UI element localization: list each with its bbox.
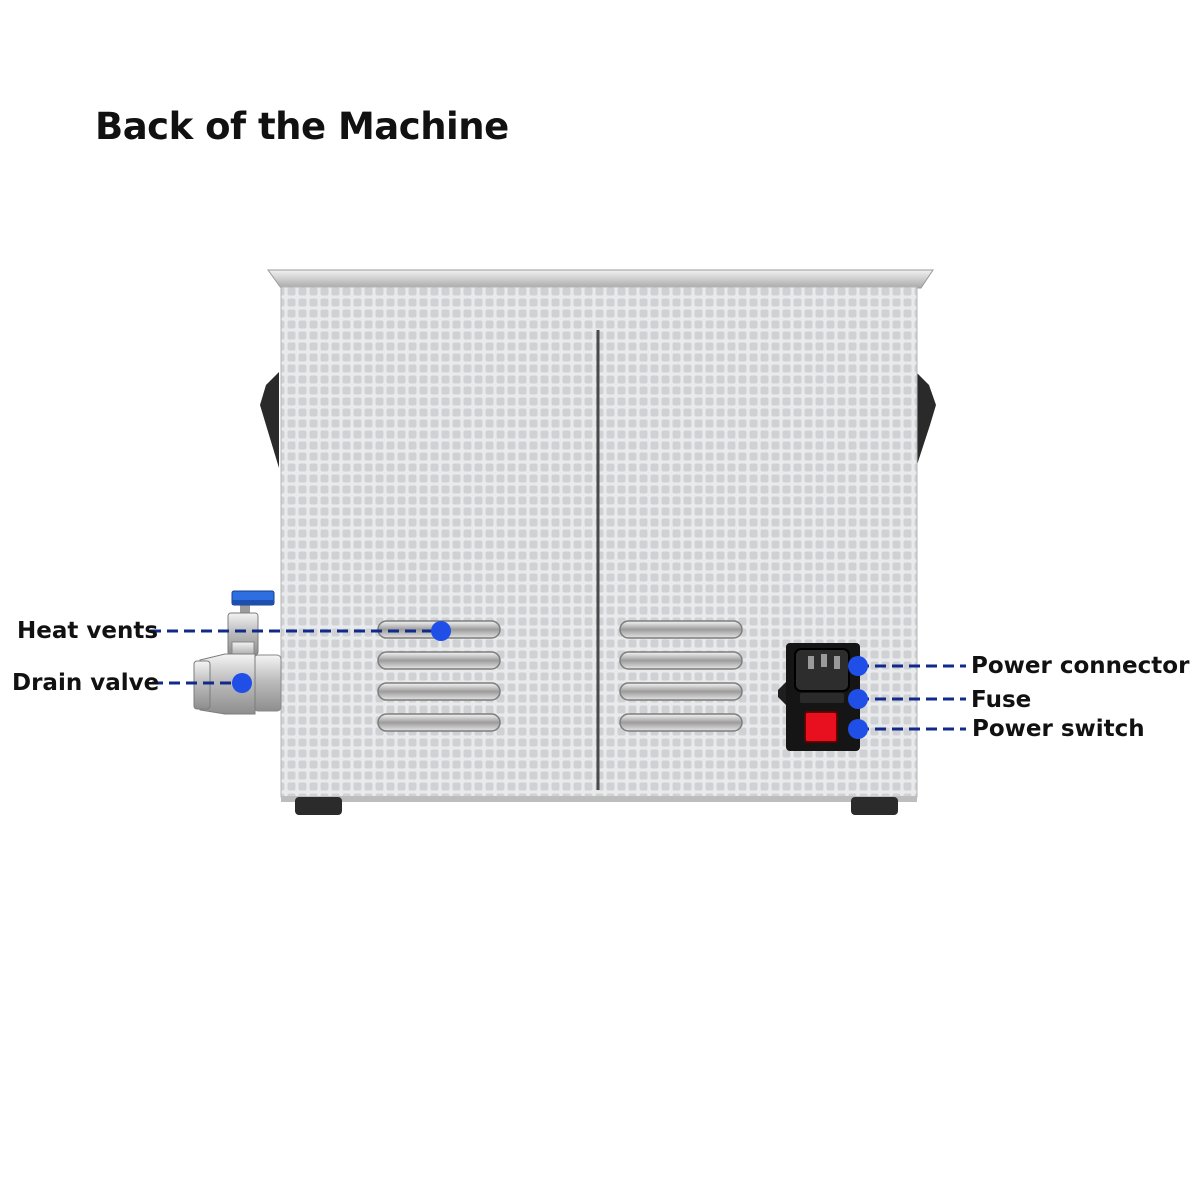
power-switch-marker (848, 719, 868, 739)
drain-valve-marker (232, 673, 252, 693)
drain-valve-label: Drain valve (12, 669, 159, 697)
power-switch-rocker (805, 712, 837, 742)
fuse-label: Fuse (971, 686, 1031, 714)
right-handle (916, 372, 936, 468)
fuse-marker (848, 689, 868, 709)
power-connector-marker (848, 656, 868, 676)
power-switch-label: Power switch (972, 715, 1145, 743)
heat-vents-marker (431, 621, 451, 641)
lid-rim (268, 270, 933, 288)
power-connector-label: Power connector (971, 652, 1189, 680)
left-handle (260, 372, 279, 468)
body-bottom-edge (281, 796, 917, 802)
power-module (778, 643, 860, 751)
heat-vents-label: Heat vents (17, 617, 158, 645)
fuse-drawer (800, 693, 844, 703)
right-foot (851, 797, 898, 815)
drain-valve (194, 591, 281, 714)
left-foot (295, 797, 342, 815)
